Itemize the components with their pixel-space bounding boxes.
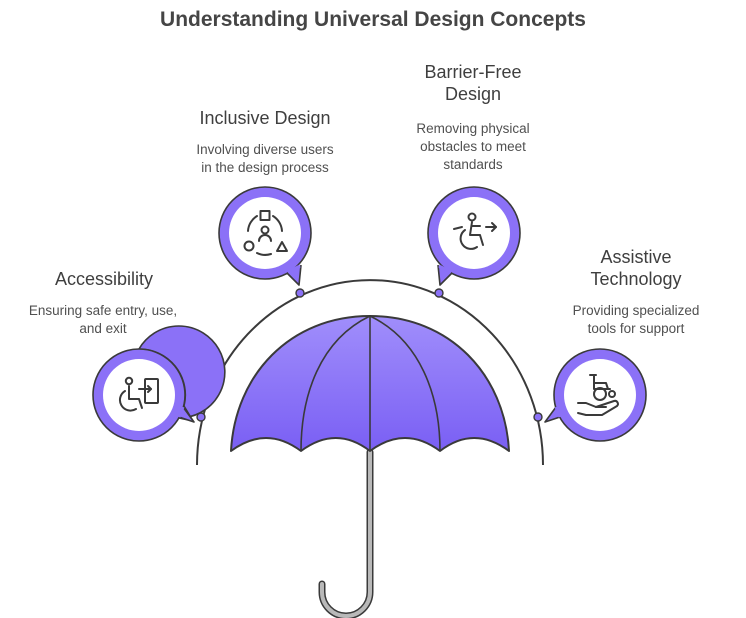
label-assistive-line1: Assistive xyxy=(600,247,672,267)
label-assistive-technology: Assistive Technology xyxy=(552,246,720,290)
desc-barrier-free-line1: Removing physical xyxy=(416,121,530,136)
desc-barrier-free: Removing physical obstacles to meet stan… xyxy=(385,120,561,174)
desc-accessibility-line1: Ensuring safe entry, use, xyxy=(28,303,178,318)
badge-barrier-free xyxy=(427,186,521,286)
desc-barrier-free-line3: standards xyxy=(443,157,503,172)
desc-barrier-free-line2: obstacles to meet xyxy=(420,139,526,154)
umbrella-rib-left xyxy=(300,315,371,452)
label-assistive-line2: Technology xyxy=(590,269,682,289)
hand-holding-wheelchair-icon xyxy=(577,374,619,416)
desc-assistive-line2: tools for support xyxy=(587,321,685,336)
label-accessibility: Accessibility xyxy=(20,268,188,290)
connector-dot-barrier-free xyxy=(434,288,444,298)
label-barrier-free: Barrier-Free Design xyxy=(385,61,561,105)
badge-assistive-technology xyxy=(544,348,647,442)
connector-dot-assistive xyxy=(533,412,543,422)
label-inclusive-design: Inclusive Design xyxy=(165,107,365,129)
desc-accessibility-line2: and exit xyxy=(79,321,127,336)
desc-assistive-technology: Providing specialized tools for support xyxy=(548,302,724,338)
label-barrier-free-line2: Design xyxy=(444,84,502,104)
desc-inclusive-design-line2: in the design process xyxy=(201,160,329,175)
wheelchair-user-arrow-icon xyxy=(453,212,497,250)
umbrella-rib-right xyxy=(369,315,441,452)
desc-assistive-line1: Providing specialized xyxy=(572,303,700,318)
connector-dot-inclusive xyxy=(295,288,305,298)
umbrella-handle-fill xyxy=(320,450,372,618)
label-accessibility-line1: Accessibility xyxy=(54,269,154,289)
umbrella-handle xyxy=(318,448,374,618)
diverse-users-shapes-icon xyxy=(243,210,288,256)
label-barrier-free-line1: Barrier-Free xyxy=(424,62,522,82)
wheelchair-enter-door-icon xyxy=(118,376,159,412)
desc-accessibility: Ensuring safe entry, use, and exit xyxy=(14,302,192,338)
badge-inclusive-design xyxy=(218,186,312,286)
desc-inclusive-design: Involving diverse users in the design pr… xyxy=(165,141,365,177)
desc-inclusive-design-line1: Involving diverse users xyxy=(196,142,334,157)
label-inclusive-design-line1: Inclusive Design xyxy=(199,108,331,128)
badge-accessibility xyxy=(92,325,226,442)
diagram-title: Understanding Universal Design Concepts xyxy=(160,8,586,31)
